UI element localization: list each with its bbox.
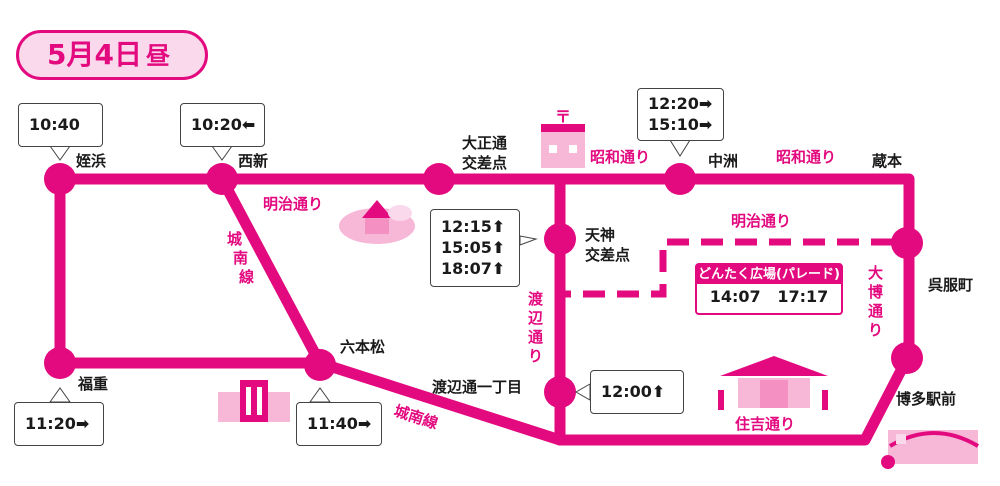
building-illustration	[218, 380, 290, 422]
title-period: 昼	[145, 42, 170, 70]
road-meiji-2: 明治通り	[731, 212, 791, 230]
road-jonan-1c: 線	[239, 268, 254, 286]
label-nakasu: 中洲	[708, 152, 738, 170]
time-tenjin-3: 18:07⬆	[441, 259, 506, 278]
label-gofukumachi: 呉服町	[928, 276, 973, 294]
parade-route	[560, 238, 893, 298]
stop-nishijin	[206, 163, 238, 195]
castle-illustration	[339, 200, 415, 244]
time-tenjin-2: 15:05⬆	[441, 238, 506, 257]
time-nakasu-2: 15:10➡	[648, 115, 713, 134]
label-taisho-2: 交差点	[462, 154, 507, 172]
time-box-nakasu: 12:20➡ 15:10➡	[637, 88, 724, 141]
time-fukushige: 11:20➡	[25, 414, 90, 433]
title-date: 5月4日	[47, 38, 142, 71]
road-showa-1: 昭和通り	[590, 148, 650, 166]
label-nishijin: 西新	[238, 152, 268, 170]
road-watanabe-3: 通	[528, 328, 543, 346]
road-jonan-1a: 城	[227, 230, 242, 248]
stop-tenjin	[544, 223, 576, 255]
time-tenjin-1: 12:15⬆	[441, 217, 506, 236]
road-daihaku-2: 博	[868, 283, 883, 301]
time-box-tenjin: 12:15⬆ 15:05⬆ 18:07⬆	[430, 209, 520, 287]
stop-gofukumachi	[891, 227, 923, 259]
post-office-illustration: 〒	[541, 107, 585, 168]
label-tenjin-1: 天神	[585, 226, 615, 244]
road-showa-2: 昭和通り	[776, 148, 836, 166]
stop-meinohama	[44, 163, 76, 195]
shrine-illustration	[718, 356, 828, 410]
road-sumiyoshi: 住吉通り	[735, 415, 795, 433]
parade-time-1: 14:07	[709, 287, 761, 306]
page-title: 5月4日昼	[16, 30, 208, 80]
label-hakata: 博多駅前	[896, 390, 956, 408]
parade-label: どんたく広場(パレード)	[697, 265, 841, 284]
time-watanabe: 12:00⬆	[601, 382, 666, 401]
road-watanabe-1: 渡	[528, 290, 544, 308]
time-meinohama: 10:40	[29, 115, 80, 134]
label-taisho-1: 大正通	[462, 134, 507, 152]
time-ropponmatsu: 11:40➡	[307, 414, 372, 433]
road-daihaku-3: 通	[868, 302, 883, 320]
road-jonan-2: 城南線	[392, 402, 440, 433]
stop-nakasu	[664, 163, 696, 195]
time-nakasu-1: 12:20➡	[648, 94, 713, 113]
parade-times: 14:07 17:17	[697, 284, 841, 310]
stop-watanabe	[544, 376, 576, 408]
road-watanabe-4: り	[528, 347, 543, 365]
time-box-meinohama: 10:40	[18, 103, 103, 147]
time-box-ropponmatsu: 11:40➡	[296, 402, 382, 446]
label-kuramoto: 蔵本	[872, 152, 902, 170]
road-daihaku-4: り	[868, 321, 883, 339]
stop-ropponmatsu	[304, 349, 336, 381]
time-box-watanabe: 12:00⬆	[590, 370, 684, 414]
svg-text:〒: 〒	[555, 107, 571, 126]
stop-hakata	[891, 342, 923, 374]
label-watanabe: 渡辺通一丁目	[432, 378, 522, 396]
label-meinohama: 姪浜	[76, 152, 106, 170]
parade-box: どんたく広場(パレード) 14:07 17:17	[695, 263, 843, 315]
road-jonan-1b: 南	[233, 249, 248, 267]
stop-taisho	[423, 163, 455, 195]
label-tenjin-2: 交差点	[585, 246, 630, 264]
label-ropponmatsu: 六本松	[340, 338, 385, 356]
time-box-nishijin: 10:20⬅	[180, 103, 265, 147]
road-watanabe-2: 辺	[528, 309, 544, 327]
time-nishijin: 10:20⬅	[191, 115, 256, 134]
road-meiji-1: 明治通り	[263, 195, 323, 213]
stop-fukushige	[44, 347, 76, 379]
road-daihaku-1: 大	[868, 264, 883, 282]
callout-pointers	[49, 139, 691, 403]
label-fukushige: 福重	[77, 375, 108, 393]
station-building-illustration	[881, 430, 980, 469]
time-box-fukushige: 11:20➡	[14, 402, 104, 446]
parade-time-2: 17:17	[777, 287, 829, 306]
